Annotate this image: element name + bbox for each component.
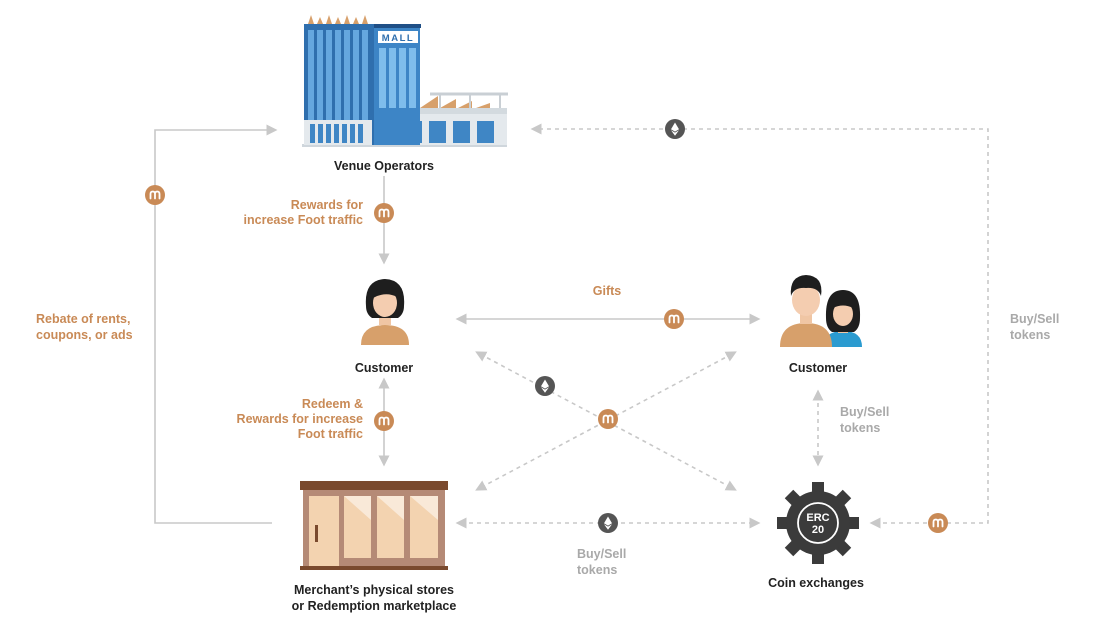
merchant-store-icon xyxy=(300,481,448,570)
buy-sell-mid-line2: tokens xyxy=(840,421,880,435)
customer-couple-icon xyxy=(780,275,862,347)
buy-sell-bottom-line2: tokens xyxy=(577,563,617,577)
exchange-gear-icon: ERC 20 xyxy=(777,482,859,564)
token-coin-icon xyxy=(927,512,949,534)
ethereum-coin-icon xyxy=(665,119,685,139)
rebate-loop-arrow xyxy=(154,124,278,524)
merchant-label-line1: Merchant’s physical stores xyxy=(294,583,454,597)
redeem-label-line1: Redeem & xyxy=(302,397,363,411)
connectors xyxy=(154,123,989,529)
merchant-label-line2: or Redemption marketplace xyxy=(292,599,457,613)
customer-right-label: Customer xyxy=(789,361,847,375)
ethereum-coin-icon xyxy=(535,376,555,396)
rewards-label-line1: Rewards for xyxy=(291,198,363,212)
erc-line1: ERC xyxy=(806,512,829,524)
rebate-label-line1: Rebate of rents, xyxy=(36,312,130,326)
gifts-label: Gifts xyxy=(593,284,622,298)
buy-sell-right-line2: tokens xyxy=(1010,328,1050,342)
ethereum-coin-icon xyxy=(598,513,618,533)
buy-sell-mid-line1: Buy/Sell xyxy=(840,405,889,419)
mall-building-icon: MALL xyxy=(302,15,508,147)
rewards-label-line2: increase Foot traffic xyxy=(244,213,364,227)
token-coin-icon xyxy=(373,410,395,432)
token-coin-icon xyxy=(144,184,166,206)
redeem-label-line3: Foot traffic xyxy=(298,427,363,441)
erc-line2: 20 xyxy=(812,524,824,536)
exchange-venue-loop-arrow xyxy=(530,123,989,529)
customer-female-icon xyxy=(361,279,409,345)
token-coin-icon xyxy=(597,408,619,430)
token-coin-icon xyxy=(373,202,395,224)
customer-left-label: Customer xyxy=(355,361,413,375)
mall-sign: MALL xyxy=(382,33,414,44)
buy-sell-bottom-line1: Buy/Sell xyxy=(577,547,626,561)
coin-exchanges-label: Coin exchanges xyxy=(768,576,864,590)
venue-operators-label: Venue Operators xyxy=(334,159,434,173)
rebate-label-line2: coupons, or ads xyxy=(36,328,133,342)
token-coin-icon xyxy=(663,308,685,330)
redeem-label-line2: Rewards for increase xyxy=(237,412,363,426)
buy-sell-right-line1: Buy/Sell xyxy=(1010,312,1059,326)
